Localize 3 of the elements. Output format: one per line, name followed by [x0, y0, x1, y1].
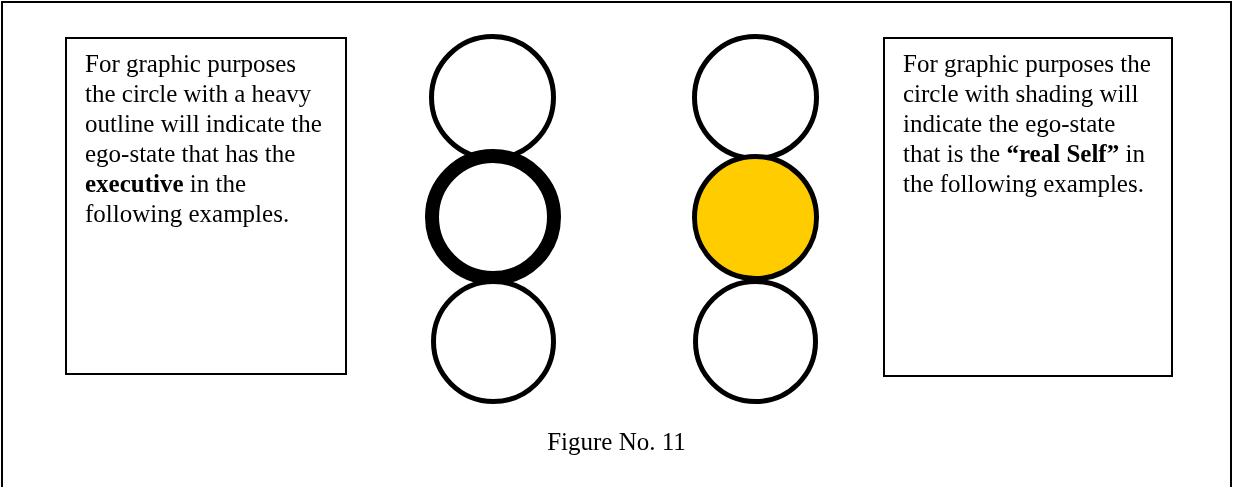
figure-caption: Figure No. 11: [547, 428, 686, 456]
text-box: For graphic purposes the circle with a heavy outline will indicate the ego-state that has the executive in the following examples.: [65, 37, 347, 375]
text-box: For graphic purposes the circle with shading will indicate the ego-state that is the “real Self” in the following examples.: [883, 37, 1173, 377]
